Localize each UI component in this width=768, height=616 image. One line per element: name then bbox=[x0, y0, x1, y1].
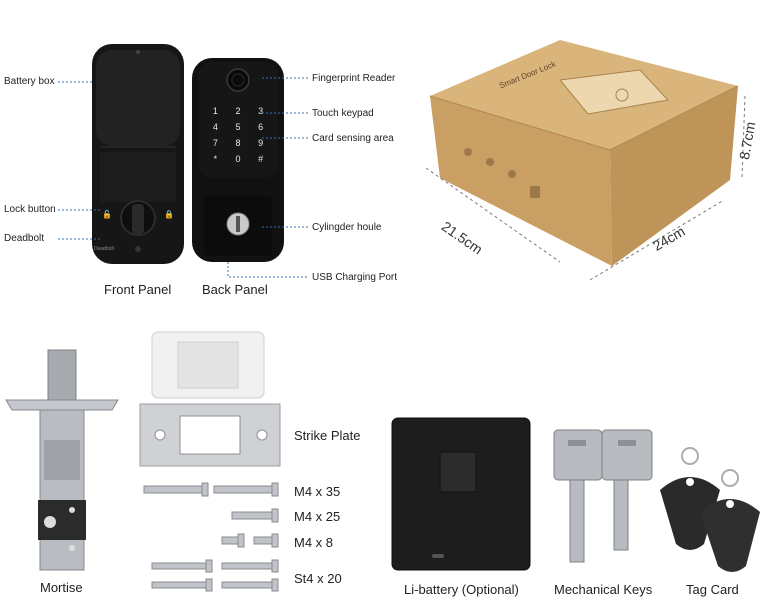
card-sensing-area-label: Card sensing area bbox=[312, 133, 394, 144]
tag-card-caption: Tag Card bbox=[686, 582, 739, 597]
keypad-key[interactable]: # bbox=[258, 154, 264, 164]
touch-keypad: 1 2 3 4 5 6 7 8 9 * 0 # bbox=[204, 106, 272, 164]
screw-m4x25-label: M4 x 25 bbox=[294, 509, 341, 524]
keypad-key[interactable]: * bbox=[213, 154, 218, 164]
lock-closed-icon: 🔒 bbox=[164, 210, 174, 219]
box-lock-illustration bbox=[559, 69, 669, 115]
front-panel-graphic bbox=[92, 44, 184, 264]
lock-button-label: Lock button bbox=[4, 204, 56, 215]
deadbolt-label: Deadbolt bbox=[4, 233, 45, 244]
front-panel-caption: Front Panel bbox=[104, 282, 172, 297]
usb-charging-port-label: USB Charging Port bbox=[312, 272, 398, 283]
fingerprint-reader-label: Fingerprint Reader bbox=[312, 73, 396, 84]
keypad-key[interactable]: 1 bbox=[212, 106, 218, 116]
strike-plate-label: Strike Plate bbox=[294, 428, 361, 443]
lock-open-icon: 🔓 bbox=[102, 210, 112, 219]
keypad-key[interactable]: 4 bbox=[212, 122, 218, 132]
keypad-key[interactable]: 7 bbox=[212, 138, 218, 148]
keypad-key[interactable]: 6 bbox=[258, 122, 264, 132]
back-panel-graphic bbox=[192, 58, 284, 262]
keypad-key[interactable]: 2 bbox=[235, 106, 241, 116]
keypad-key[interactable]: 5 bbox=[235, 122, 241, 132]
dimension-lines bbox=[425, 95, 746, 281]
screw-st4x20-label: St4 x 20 bbox=[294, 571, 342, 586]
cylinder-hole-label: Cylingder houle bbox=[312, 222, 382, 233]
battery-box-label: Battery box bbox=[4, 76, 55, 87]
keypad-key[interactable]: 8 bbox=[235, 138, 241, 148]
screw-m4x35-label: M4 x 35 bbox=[294, 484, 341, 499]
front-brand-text: Deadbolt bbox=[94, 246, 115, 252]
front-panel: Deadbolt 🔓 🔒 bbox=[90, 42, 186, 268]
back-panel: 1 2 3 4 5 6 7 8 9 * 0 # bbox=[190, 56, 286, 266]
keys-caption: Mechanical Keys bbox=[554, 582, 653, 597]
screw-m4x8-label: M4 x 8 bbox=[294, 535, 334, 550]
touch-keypad-label: Touch keypad bbox=[312, 108, 374, 119]
keypad-key[interactable]: 9 bbox=[258, 138, 264, 148]
back-panel-caption: Back Panel bbox=[202, 282, 268, 297]
box-side-icons bbox=[464, 148, 540, 198]
keypad-key[interactable]: 0 bbox=[235, 154, 241, 164]
mortise-caption: Mortise bbox=[40, 580, 83, 595]
battery-caption: Li-battery (Optional) bbox=[404, 582, 519, 597]
keypad-key[interactable]: 3 bbox=[258, 106, 264, 116]
